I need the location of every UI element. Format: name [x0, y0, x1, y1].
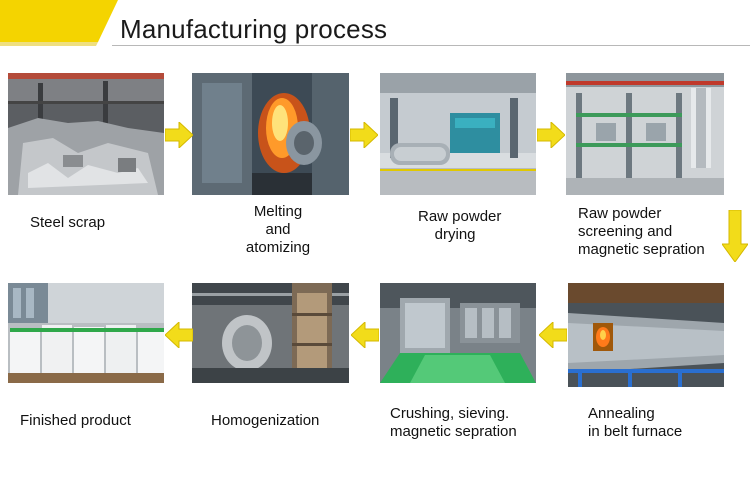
step-label-finished-product: Finished product	[20, 412, 131, 429]
step-label-drying: Raw powder drying	[418, 208, 502, 243]
arrow-right-icon	[350, 122, 378, 148]
page-title: Manufacturing process	[120, 14, 388, 44]
arrow-left-icon	[165, 322, 193, 348]
photo-homogenization	[192, 283, 349, 383]
arrow-left-icon	[539, 322, 567, 348]
arrow-down-icon	[722, 210, 748, 262]
photo-crushing-sieving	[380, 283, 536, 383]
step-label-annealing: Annealing in belt furnace	[588, 405, 683, 440]
photo-finished-product	[8, 283, 164, 383]
step-label-steel-scrap: Steel scrap	[30, 214, 106, 231]
photo-raw-powder-screening	[566, 73, 724, 195]
arrow-left-icon	[351, 322, 379, 348]
step-label-homogenization: Homogenization	[211, 412, 320, 429]
step-label-screening: Raw powder screening and magnetic seprat…	[578, 205, 705, 258]
photo-melting	[192, 73, 349, 195]
photo-raw-powder-drying	[380, 73, 536, 195]
step-label-crushing: Crushing, sieving. magnetic sepration	[390, 405, 517, 440]
header-banner	[0, 0, 118, 46]
arrow-right-icon	[537, 122, 565, 148]
step-label-melting: Melting and atomizing	[245, 203, 311, 256]
photo-steel-scrap	[8, 73, 164, 195]
title-divider	[112, 45, 750, 46]
photo-annealing-furnace	[568, 283, 724, 387]
arrow-right-icon	[165, 122, 193, 148]
